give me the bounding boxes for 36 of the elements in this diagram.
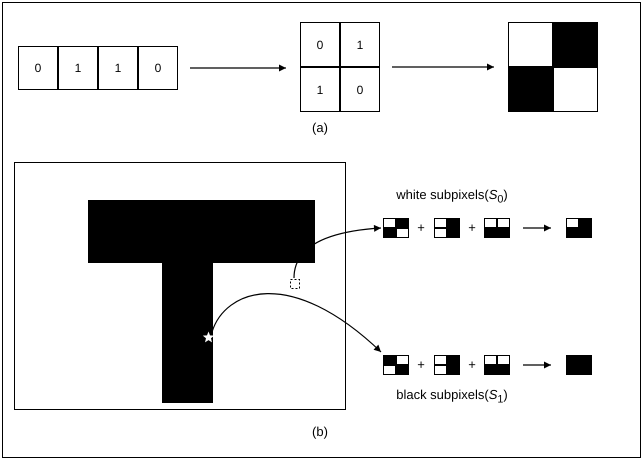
subpixel-pattern	[434, 355, 460, 375]
digit-cell: 1	[340, 22, 380, 67]
strip-box	[18, 46, 178, 90]
caption-text: white subpixels(S$_{0}$)	[396, 187, 508, 206]
arrow	[190, 64, 286, 72]
panel-label: (a)	[312, 120, 328, 135]
digit-cell: 1	[98, 46, 138, 90]
digit-cell: 0	[340, 67, 380, 112]
image-frame	[14, 162, 346, 410]
plus-sign: +	[417, 357, 425, 372]
subpixel-pattern	[383, 218, 409, 238]
dashed-marker	[290, 279, 300, 289]
arrow	[523, 224, 551, 232]
star-marker	[202, 331, 215, 343]
digit-cell: 0	[18, 46, 58, 90]
digit-cell: 1	[300, 67, 340, 112]
panel-label: (b)	[312, 424, 328, 439]
arrow	[293, 225, 382, 278]
plus-sign: +	[417, 220, 425, 235]
digit-cell: 1	[58, 46, 98, 90]
subpixel-pattern	[383, 355, 409, 375]
subpixel-pattern	[484, 355, 510, 375]
subpixel-pattern	[434, 218, 460, 238]
digit-cell: 0	[300, 22, 340, 67]
checkerboard-pattern	[508, 22, 598, 112]
arrow	[392, 64, 494, 70]
digit-cell: 0	[138, 46, 178, 90]
plus-sign: +	[468, 220, 476, 235]
arrow	[523, 362, 551, 368]
arrow	[211, 293, 382, 352]
subpixel-pattern	[484, 218, 510, 238]
subpixel-pattern	[566, 355, 592, 375]
strip-box	[300, 22, 380, 112]
subpixel-pattern	[566, 218, 592, 238]
plus-sign: +	[468, 357, 476, 372]
caption-text: black subpixels(S$_{1}$)	[396, 387, 508, 406]
